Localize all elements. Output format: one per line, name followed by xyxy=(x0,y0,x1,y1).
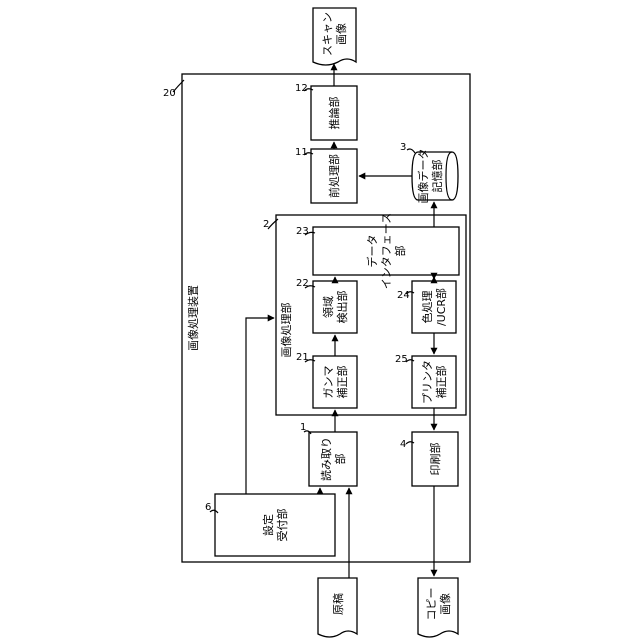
interface-label-3: 部 xyxy=(393,246,407,257)
inference-block: 推論部 xyxy=(311,86,357,140)
svg-text:画像処理部: 画像処理部 xyxy=(279,303,293,358)
reader-label-1: 読み取り xyxy=(319,437,333,481)
settings-block: 設定 受付部 xyxy=(215,494,335,556)
color-block: 色処理 /UCR部 xyxy=(412,281,456,333)
inference-ref: 12 xyxy=(295,83,308,94)
inference-label-1: 推論部 xyxy=(327,97,341,130)
scan-label-2: 画像 xyxy=(335,23,348,45)
printer-label-1: 印刷部 xyxy=(428,443,442,476)
storage-label-1: 画像データ xyxy=(416,149,430,204)
printer-corr-block: プリンタ 補正部 xyxy=(412,356,456,408)
copy-document: コピー 画像 xyxy=(418,578,458,637)
scan-document: スキャン 画像 xyxy=(313,8,356,65)
copy-label-2: 画像 xyxy=(439,593,452,615)
interface-label-2: インタフェース xyxy=(380,213,393,289)
gamma-block: ガンマ 補正部 xyxy=(313,356,357,408)
image-processor-title: 画像処理部 xyxy=(279,303,293,358)
printer-block: 印刷部 xyxy=(412,432,458,486)
original-label-1: 原稿 xyxy=(331,593,345,615)
arrow-settings-to-processor xyxy=(246,318,274,494)
interface-label-1: データ xyxy=(365,235,379,268)
gamma-label-1: ガンマ xyxy=(322,366,335,399)
preproc-ref: 11 xyxy=(295,147,308,158)
svg-text:画像処理装置: 画像処理装置 xyxy=(187,285,200,351)
interface-ref: 23 xyxy=(296,226,309,237)
color-label-2: /UCR部 xyxy=(434,288,448,326)
settings-label-2: 受付部 xyxy=(275,509,289,542)
preproc-block: 前処理部 xyxy=(311,149,357,203)
region-block: 領域 検出部 xyxy=(313,281,357,333)
printer-corr-label-2: 補正部 xyxy=(434,366,448,399)
reader-label-2: 部 xyxy=(333,454,347,465)
device-title: 画像処理装置 xyxy=(187,285,200,351)
device-ref: 20 xyxy=(163,88,176,99)
gamma-label-2: 補正部 xyxy=(335,366,349,399)
original-document: 原稿 xyxy=(318,578,357,637)
region-label-1: 領域 xyxy=(321,296,335,318)
scan-label-1: スキャン xyxy=(321,12,334,56)
storage-ref: 3 xyxy=(400,142,406,153)
printer-corr-ref: 25 xyxy=(395,354,408,365)
preproc-label-1: 前処理部 xyxy=(327,154,341,198)
settings-label-1: 設定 xyxy=(261,514,275,536)
storage-label-2: 記憶部 xyxy=(430,160,444,193)
printer-corr-label-1: プリンタ xyxy=(421,360,434,404)
copy-label-1: コピー xyxy=(425,588,438,621)
region-label-2: 検出部 xyxy=(335,291,349,324)
color-ref: 24 xyxy=(397,290,410,301)
reader-block: 読み取り 部 xyxy=(309,432,357,486)
printer-ref: 4 xyxy=(400,439,406,450)
color-label-1: 色処理 xyxy=(420,291,434,324)
storage-cylinder: 画像データ 記憶部 xyxy=(412,149,458,204)
